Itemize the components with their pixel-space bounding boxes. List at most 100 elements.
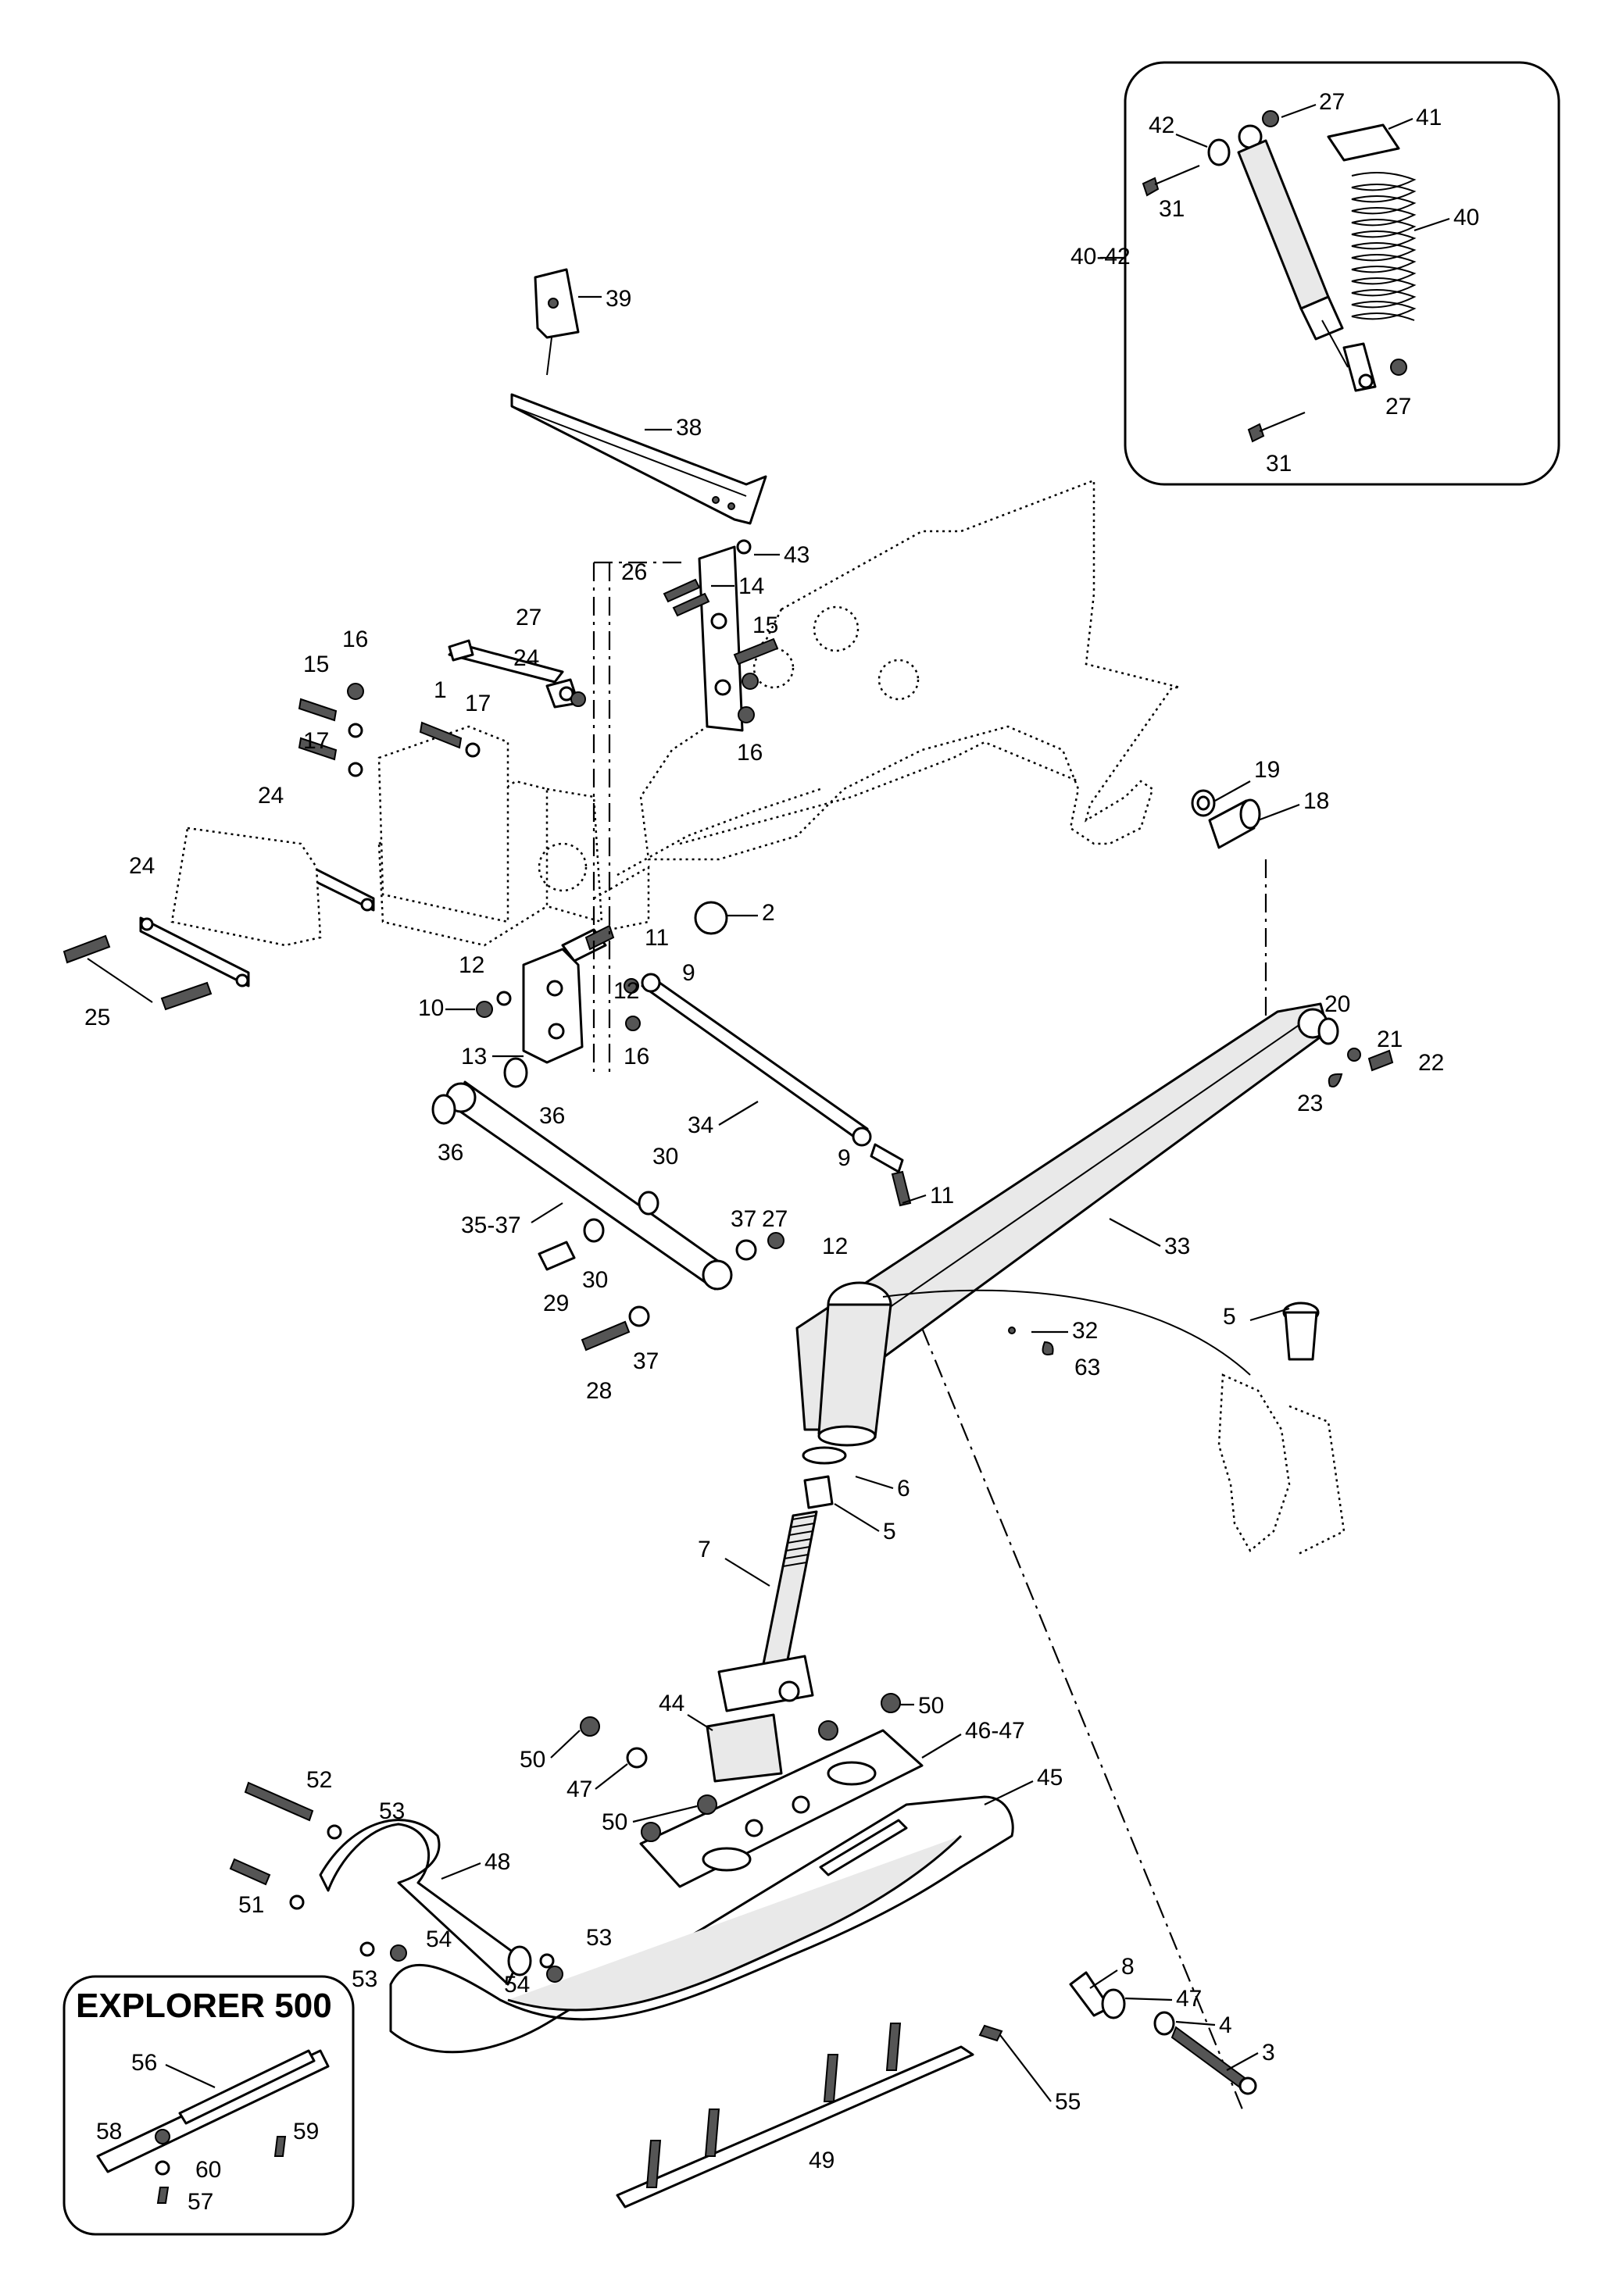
callout-27: 27 bbox=[1319, 89, 1345, 115]
callout-17: 17 bbox=[303, 728, 329, 754]
ski-runner bbox=[616, 2023, 974, 2209]
callout-42: 42 bbox=[1149, 112, 1174, 138]
callout-53: 53 bbox=[586, 1925, 612, 1951]
callout-59: 59 bbox=[293, 2119, 319, 2144]
callout-4: 4 bbox=[1219, 2012, 1232, 2038]
plug-cap bbox=[694, 901, 728, 935]
callout-45: 45 bbox=[1037, 1765, 1063, 1791]
handle-fasteners bbox=[229, 1781, 563, 1983]
callout-7: 7 bbox=[698, 1537, 711, 1562]
callout-55: 55 bbox=[1055, 2089, 1081, 2115]
callout-32: 32 bbox=[1072, 1318, 1098, 1344]
ball-joints bbox=[561, 924, 912, 1207]
shock-inset-frame bbox=[1124, 61, 1560, 486]
callout-5: 5 bbox=[1223, 1304, 1236, 1330]
callout-36: 36 bbox=[438, 1140, 463, 1166]
callout-29: 29 bbox=[543, 1291, 569, 1316]
callout-22: 22 bbox=[1418, 1050, 1444, 1076]
tie-rod bbox=[641, 973, 872, 1147]
bushing-flange bbox=[1191, 789, 1216, 817]
explorer-500-inset: EXPLORER 500 bbox=[63, 1975, 355, 2236]
plate-24-lower bbox=[139, 916, 250, 987]
callout-53: 53 bbox=[352, 1966, 377, 1992]
callout-5: 5 bbox=[883, 1519, 896, 1544]
callout-35-37: 35-37 bbox=[461, 1212, 521, 1238]
callout-44: 44 bbox=[659, 1691, 684, 1716]
inset-frame bbox=[63, 1975, 355, 2236]
callout-15: 15 bbox=[303, 652, 329, 677]
ski-nuts bbox=[580, 1693, 901, 1842]
callout-11: 11 bbox=[930, 1183, 954, 1209]
callout-40-42: 40-42 bbox=[1070, 244, 1131, 270]
callout-16: 16 bbox=[342, 627, 368, 652]
callout-28: 28 bbox=[586, 1378, 612, 1404]
callout-15: 15 bbox=[752, 612, 778, 638]
spindle-housing bbox=[817, 1281, 1054, 1447]
callout-6: 6 bbox=[897, 1476, 910, 1502]
callout-60: 60 bbox=[195, 2157, 221, 2183]
front-bumper-bracket bbox=[510, 393, 767, 525]
washer bbox=[1207, 138, 1231, 166]
callout-27: 27 bbox=[516, 605, 541, 630]
callout-38: 38 bbox=[676, 415, 702, 441]
left-side-fasteners bbox=[298, 683, 586, 777]
shock-absorber bbox=[1237, 124, 1377, 392]
callout-30: 30 bbox=[652, 1144, 678, 1169]
plate-bolts bbox=[663, 539, 779, 723]
mounting-bracket-left bbox=[377, 639, 580, 923]
callout-37: 37 bbox=[633, 1348, 659, 1374]
callout-16: 16 bbox=[624, 1044, 649, 1069]
callout-12: 12 bbox=[459, 952, 484, 978]
callout-8: 8 bbox=[1121, 1954, 1135, 1980]
shock-absorber-inset bbox=[1124, 61, 1560, 486]
spindle bbox=[717, 1446, 847, 1712]
ski-bracket bbox=[639, 1729, 924, 1888]
ski-bolt-assembly bbox=[978, 1971, 1257, 2095]
callout-33: 33 bbox=[1164, 1234, 1190, 1259]
callout-49: 49 bbox=[809, 2148, 835, 2173]
callout-18: 18 bbox=[1303, 788, 1329, 814]
callout-34: 34 bbox=[688, 1112, 713, 1138]
callout-47: 47 bbox=[566, 1776, 592, 1802]
callout-9: 9 bbox=[682, 960, 695, 986]
callout-43: 43 bbox=[784, 542, 810, 568]
callout-21: 21 bbox=[1377, 1027, 1403, 1052]
callout-11: 11 bbox=[645, 925, 669, 951]
callout-30: 30 bbox=[582, 1267, 608, 1293]
callout-36: 36 bbox=[539, 1103, 565, 1129]
callout-51: 51 bbox=[238, 1892, 264, 1918]
callout-17: 17 bbox=[465, 691, 491, 716]
callout-53: 53 bbox=[379, 1798, 405, 1824]
callout-47: 47 bbox=[1176, 1986, 1202, 2012]
callout-10: 10 bbox=[418, 995, 444, 1021]
callout-37: 37 bbox=[731, 1206, 756, 1232]
callout-1: 1 bbox=[434, 677, 447, 703]
steering-arm bbox=[476, 948, 641, 1064]
callouts: 27 42 41 40 31 40-42 27 31 39 38 43 26 1… bbox=[84, 89, 1479, 2215]
callout-31: 31 bbox=[1159, 196, 1185, 222]
callout-24: 24 bbox=[513, 645, 539, 671]
callout-24: 24 bbox=[129, 853, 155, 879]
callout-39: 39 bbox=[606, 286, 631, 312]
callout-58: 58 bbox=[96, 2119, 122, 2144]
spring-stopper bbox=[1327, 123, 1400, 162]
callout-19: 19 bbox=[1254, 757, 1280, 783]
callout-27: 27 bbox=[1385, 394, 1411, 420]
callout-41: 41 bbox=[1416, 105, 1442, 130]
skid-guard bbox=[170, 827, 322, 947]
ski-leg-outline bbox=[882, 1289, 1346, 1556]
bumper-cap bbox=[534, 268, 580, 376]
callout-20: 20 bbox=[1324, 991, 1350, 1017]
bolts-25 bbox=[63, 934, 213, 1011]
ski-handle bbox=[319, 1819, 532, 1986]
shock-upper-bolt bbox=[1142, 164, 1200, 197]
callout-2: 2 bbox=[762, 900, 775, 926]
callout-12: 12 bbox=[822, 1234, 848, 1259]
callout-48: 48 bbox=[484, 1849, 510, 1875]
support-plate bbox=[698, 545, 744, 732]
callout-23: 23 bbox=[1297, 1091, 1323, 1116]
suspension-arm bbox=[795, 1002, 1394, 1431]
callout-12: 12 bbox=[613, 978, 639, 1004]
